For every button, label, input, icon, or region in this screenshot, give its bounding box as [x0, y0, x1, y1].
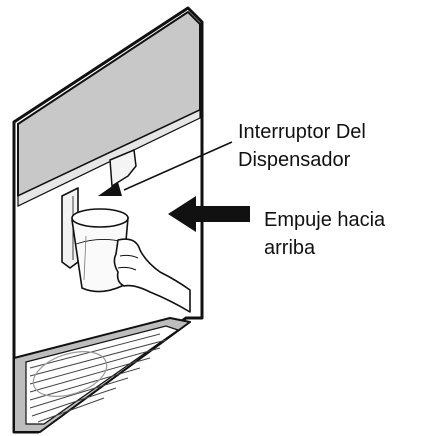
switch-callout-arrowhead — [98, 182, 122, 196]
nozzle-housing — [109, 148, 137, 188]
switch-callout-line — [123, 141, 233, 191]
control-panel — [17, 11, 201, 197]
push-label-line2: arriba — [264, 237, 316, 259]
drip-tray — [13, 317, 191, 433]
finger-line-2 — [117, 266, 137, 271]
finger-line-1 — [119, 254, 139, 259]
glass-rim — [71, 208, 129, 228]
glass — [71, 208, 129, 293]
push-arrow — [168, 196, 250, 232]
tray-drain-circle — [32, 351, 108, 397]
glass-highlight — [83, 235, 87, 281]
switch-label-line1: Interruptor Del — [238, 121, 366, 143]
hand — [113, 238, 191, 313]
cavity-upper-edge — [17, 109, 201, 207]
switch-label-line2: Dispensador — [238, 149, 351, 171]
push-label-line1: Empuje hacia — [264, 209, 386, 231]
hand-outline — [113, 238, 191, 313]
tray-grill-lines — [29, 333, 167, 423]
tray-inner — [25, 325, 180, 425]
dispenser-switch — [61, 187, 79, 269]
